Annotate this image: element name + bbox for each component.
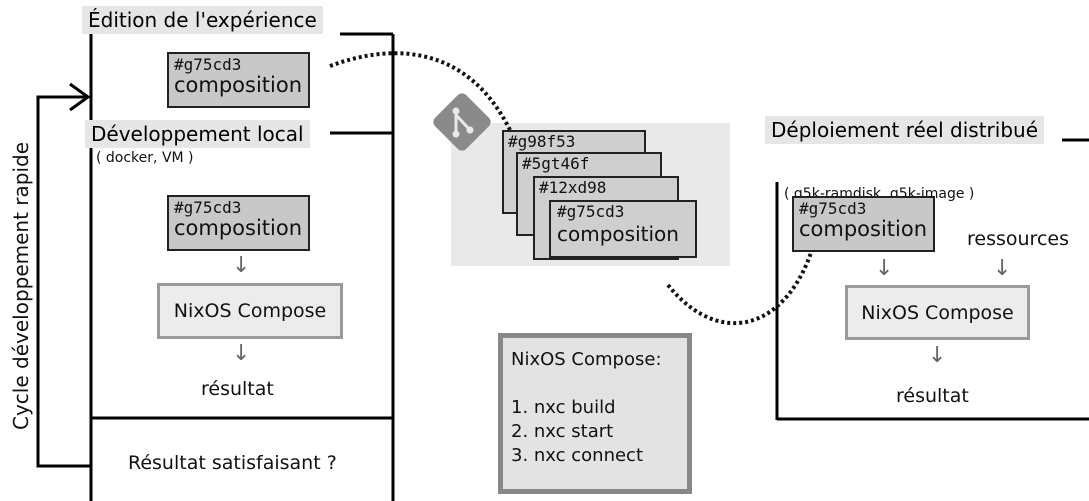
commands-title: NixOS Compose:: [511, 349, 662, 370]
deploy-header: Déploiement réel distribué: [765, 116, 1044, 144]
edition-header: Édition de l'expérience: [82, 6, 323, 34]
local-composition-box: #g75cd3 composition: [167, 195, 310, 251]
composition-hash: #g75cd3: [557, 202, 625, 221]
command-item: 3. nxc connect: [511, 445, 644, 466]
satisfaction-question: Résultat satisfaisant ?: [128, 452, 337, 474]
local-header: Développement local: [85, 120, 310, 148]
cycle-label: Cycle développement rapide: [9, 141, 33, 430]
composition-hash: #g75cd3: [174, 198, 242, 217]
composition-hash: #g75cd3: [174, 55, 242, 74]
git-icon: [433, 93, 491, 151]
arrow-down-icon: ↓: [875, 256, 894, 281]
nxc-commands-box: NixOS Compose: 1. nxc build 2. nxc start…: [498, 333, 692, 494]
deploy-composition-box: #g75cd3 composition: [792, 196, 935, 252]
local-subtitle: ( docker, VM ): [96, 150, 194, 166]
composition-hash: #g75cd3: [799, 199, 867, 218]
composition-label: composition: [174, 72, 303, 97]
deploy-nixos-compose-box: NixOS Compose: [845, 285, 1030, 340]
edition-composition-box: #g75cd3 composition: [167, 52, 310, 108]
local-result: résultat: [201, 378, 274, 400]
composition-label: composition: [799, 216, 928, 241]
command-item: 1. nxc build: [511, 397, 616, 418]
resources-label: ressources: [967, 228, 1069, 250]
arrow-down-icon: ↓: [232, 253, 251, 278]
composition-label: composition: [174, 215, 303, 240]
local-nixos-compose-box: NixOS Compose: [157, 283, 343, 339]
arrow-down-icon: ↓: [928, 343, 947, 368]
arrow-down-icon: ↓: [993, 256, 1012, 281]
command-item: 2. nxc start: [511, 421, 614, 442]
git-commit-top-card: #g75cd3 composition: [549, 200, 697, 258]
composition-label: composition: [557, 222, 679, 246]
deploy-result: résultat: [896, 385, 969, 407]
arrow-down-icon: ↓: [232, 341, 251, 366]
